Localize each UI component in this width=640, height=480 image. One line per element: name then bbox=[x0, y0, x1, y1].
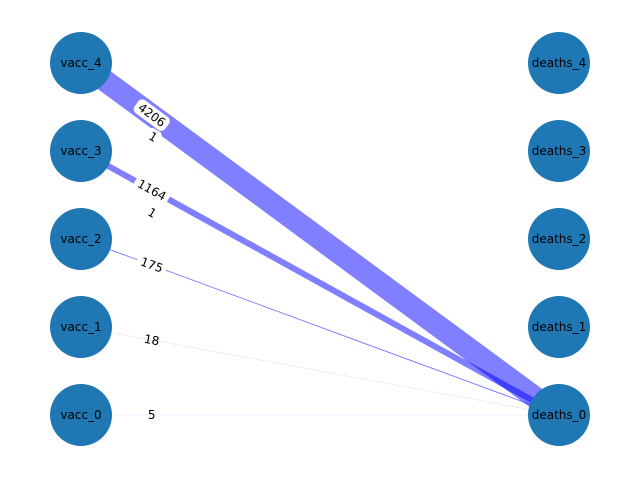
edge-label-background bbox=[143, 204, 161, 222]
edge-label-vacc_2: 175 bbox=[136, 253, 168, 277]
edge-label-text: 5 bbox=[148, 408, 156, 422]
node-label: vacc_2 bbox=[60, 232, 101, 246]
edge-label-text: 175 bbox=[139, 255, 165, 276]
node-circle bbox=[528, 32, 590, 94]
node-deaths_1: deaths_1 bbox=[528, 296, 590, 358]
edge-label-text: 18 bbox=[143, 332, 161, 349]
node-label: vacc_3 bbox=[60, 144, 101, 158]
node-label: vacc_1 bbox=[60, 320, 101, 334]
edge-label-background bbox=[133, 99, 170, 131]
extra-edge-label: 1 bbox=[144, 128, 162, 146]
node-label: deaths_4 bbox=[532, 56, 587, 70]
edge-label-vacc_3: 1164 bbox=[133, 175, 171, 205]
node-label: vacc_0 bbox=[60, 408, 101, 422]
node-label: vacc_4 bbox=[60, 56, 101, 70]
node-deaths_0: deaths_0 bbox=[528, 384, 590, 446]
node-deaths_3: deaths_3 bbox=[528, 120, 590, 182]
node-circle bbox=[528, 384, 590, 446]
node-circle bbox=[528, 296, 590, 358]
node-vacc_4: vacc_4 bbox=[50, 32, 112, 94]
node-vacc_1: vacc_1 bbox=[50, 296, 112, 358]
extra-edge-label: 1 bbox=[143, 204, 161, 222]
node-circle bbox=[50, 120, 112, 182]
node-label: deaths_3 bbox=[532, 144, 587, 158]
node-circle bbox=[528, 208, 590, 270]
nodes-layer: vacc_4 vacc_3 vacc_2 vacc_1 vacc_0 deaths_4de… bbox=[50, 32, 590, 446]
edge-label-background bbox=[136, 253, 168, 277]
node-circle bbox=[528, 120, 590, 182]
node-label: deaths_2 bbox=[532, 232, 587, 246]
node-circle bbox=[50, 384, 112, 446]
node-label: deaths_0 bbox=[532, 408, 587, 422]
edge-label-text: 1164 bbox=[135, 177, 169, 204]
node-circle bbox=[50, 296, 112, 358]
node-deaths_4: deaths_4 bbox=[528, 32, 590, 94]
node-deaths_2: deaths_2 bbox=[528, 208, 590, 270]
node-circle bbox=[50, 208, 112, 270]
edge-label-vacc_1: 18 bbox=[143, 332, 161, 349]
node-circle bbox=[50, 32, 112, 94]
node-vacc_2: vacc_2 bbox=[50, 208, 112, 270]
node-vacc_0: vacc_0 bbox=[50, 384, 112, 446]
edge-vacc_1-deaths_0 bbox=[80, 326, 560, 416]
edge-label-vacc_0: 5 bbox=[148, 408, 156, 422]
edge-label-background bbox=[133, 175, 171, 205]
node-label: deaths_1 bbox=[532, 320, 587, 334]
edge-label-background bbox=[144, 128, 162, 146]
node-vacc_3: vacc_3 bbox=[50, 120, 112, 182]
